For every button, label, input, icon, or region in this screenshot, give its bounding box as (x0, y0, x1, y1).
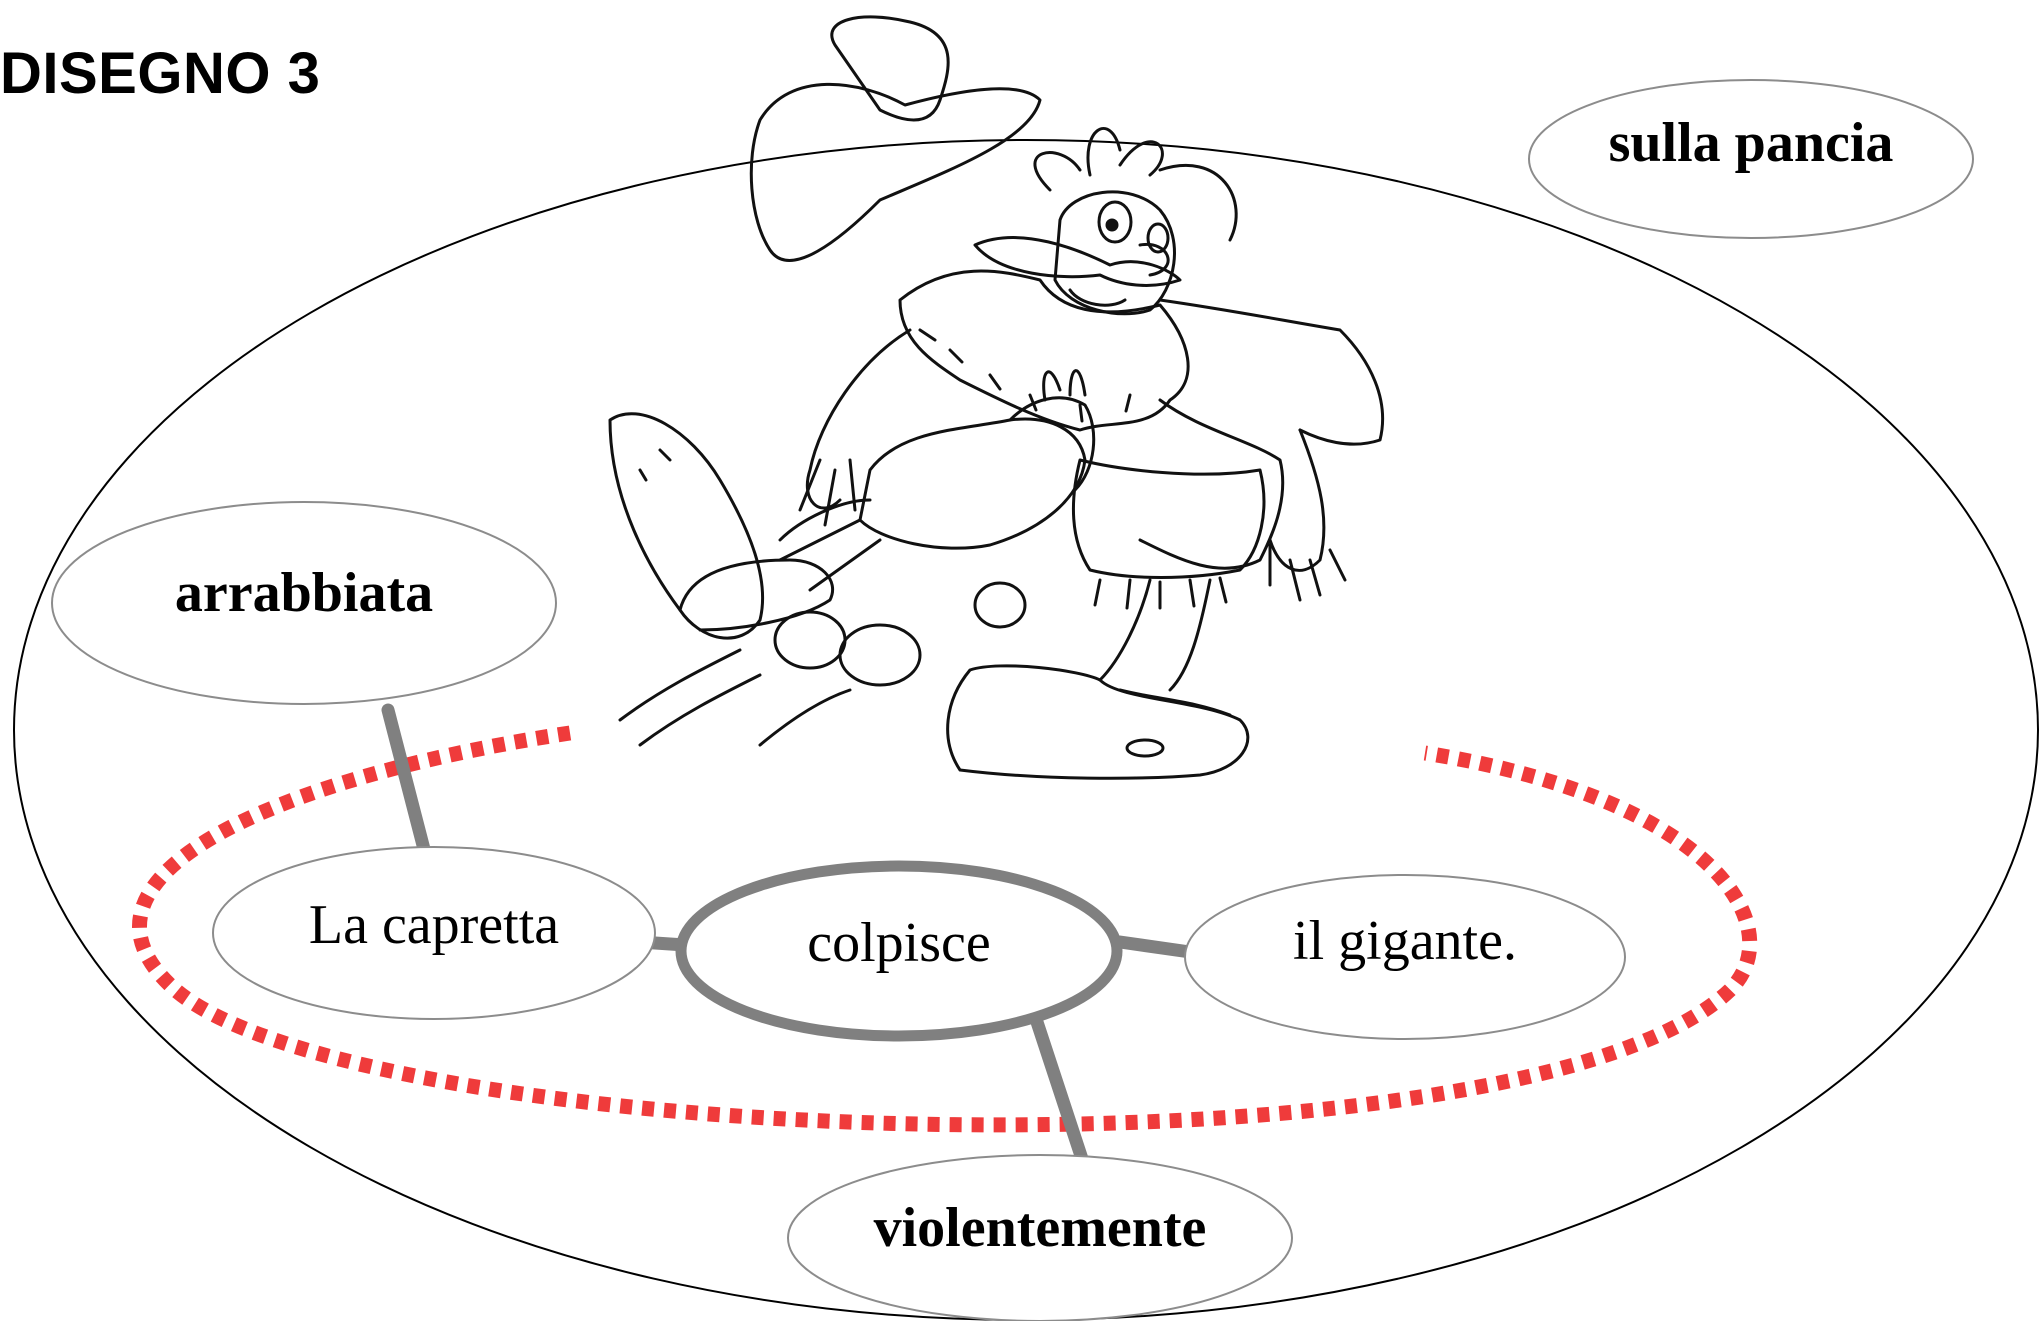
node-colpisce-ellipse (675, 860, 1123, 1042)
node-colpisce-label: colpisce (807, 912, 991, 974)
node-il-gigante-ellipse (1184, 874, 1626, 1040)
node-la-capretta-label: La capretta (308, 894, 560, 956)
page-title: DISEGNO 3 (0, 41, 321, 106)
giant-goat-illustration (608, 15, 1385, 780)
node-sulla-pancia-ellipse (1528, 79, 1974, 239)
link-colpisce-gigante (1113, 935, 1197, 959)
core-dotted-outline (132, 725, 1758, 1133)
node-sulla-pancia-label: sulla pancia (1608, 112, 1894, 174)
node-arrabbiata-label: arrabbiata (174, 562, 434, 624)
link-arrabbiata-capretta (381, 703, 432, 860)
node-il-gigante-label: il gigante. (1293, 910, 1517, 972)
node-la-capretta-ellipse (212, 846, 656, 1020)
node-arrabbiata-ellipse (51, 501, 557, 705)
node-violentemente-label: violentemente (873, 1197, 1207, 1259)
outer-ellipse (13, 139, 2039, 1321)
link-colpisce-violentemente (1030, 1015, 1092, 1175)
